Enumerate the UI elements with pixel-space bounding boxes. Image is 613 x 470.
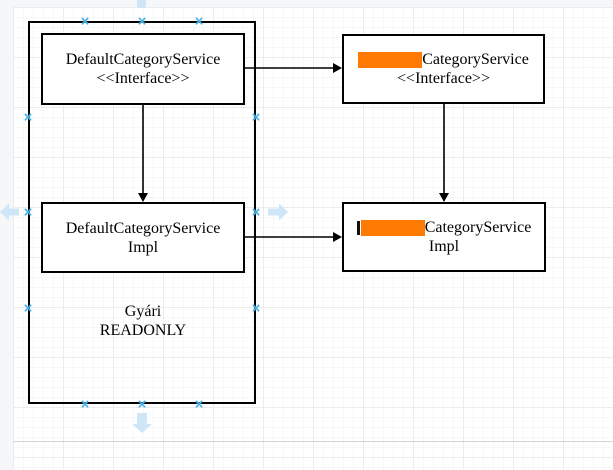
connection-point-icon[interactable]: ×	[250, 110, 262, 124]
direction-arrow-left-icon[interactable]	[0, 203, 19, 221]
node-category-service-impl[interactable]: CategoryService Impl	[342, 202, 546, 272]
node-subtitle: Impl	[428, 238, 460, 255]
connection-point-icon[interactable]: ×	[22, 110, 34, 124]
node-default-category-service-interface[interactable]: DefaultCategoryService <<Interface>>	[41, 33, 245, 105]
redacted-text-block	[360, 219, 425, 236]
connection-point-icon[interactable]: ×	[79, 397, 91, 411]
arrowhead-icon	[439, 193, 449, 202]
direction-arrow-right-icon[interactable]	[268, 203, 288, 221]
group-label-line2: READONLY	[99, 322, 187, 339]
connection-point-icon[interactable]: ×	[136, 397, 148, 411]
node-stereotype: <<Interface>>	[397, 70, 490, 87]
arrowhead-icon	[333, 232, 342, 242]
node-title: DefaultCategoryService	[65, 51, 221, 68]
page-boundary-line	[13, 441, 613, 442]
direction-arrow-up-icon[interactable]	[137, 0, 146, 8]
group-gyari-readonly[interactable]	[28, 21, 256, 404]
connection-point-icon[interactable]: ×	[22, 301, 34, 315]
node-title: CategoryService	[424, 219, 532, 236]
connection-point-icon[interactable]: ×	[193, 397, 205, 411]
node-stereotype: <<Interface>>	[96, 70, 190, 87]
connection-point-icon[interactable]: ×	[79, 14, 91, 28]
connection-point-icon[interactable]: ×	[250, 205, 262, 219]
partially-visible-letter	[356, 220, 360, 235]
connection-point-icon[interactable]: ×	[250, 301, 262, 315]
connection-point-icon[interactable]: ×	[193, 14, 205, 28]
node-title: DefaultCategoryService	[65, 219, 221, 237]
direction-arrow-down-icon[interactable]	[132, 413, 152, 433]
node-default-category-service-impl[interactable]: DefaultCategoryService Impl	[41, 202, 245, 273]
arrowhead-icon	[333, 63, 342, 73]
redacted-text-block	[358, 51, 423, 68]
node-category-service-interface[interactable]: CategoryService <<Interface>>	[342, 34, 545, 104]
connection-point-icon[interactable]: ×	[22, 205, 34, 219]
node-subtitle: Impl	[127, 238, 159, 256]
group-label: Gyári READONLY	[33, 302, 253, 340]
group-label-line1: Gyári	[124, 303, 162, 320]
node-title: CategoryService	[422, 51, 529, 68]
connection-point-icon[interactable]: ×	[136, 14, 148, 28]
